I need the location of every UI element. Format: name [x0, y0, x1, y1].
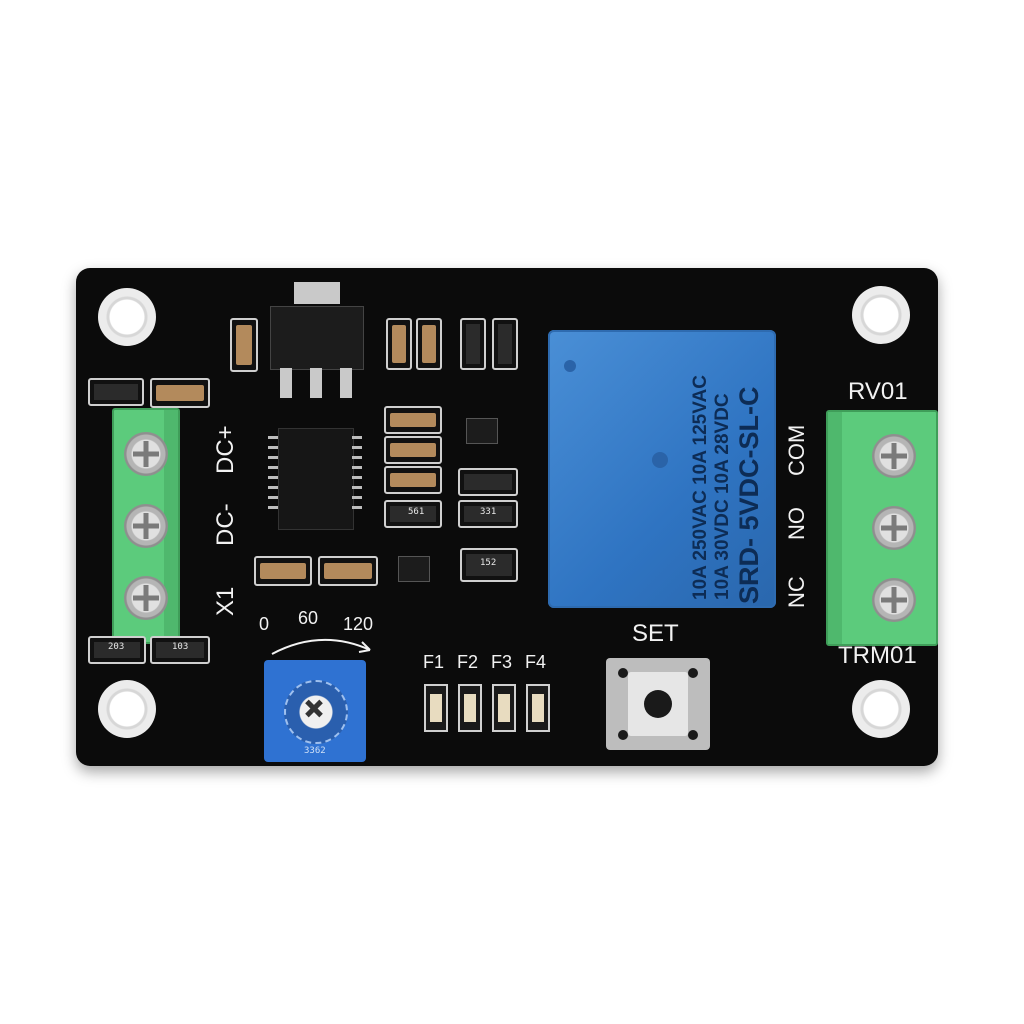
resistor-code: 331: [480, 507, 497, 517]
regulator-tab: [294, 282, 340, 304]
mounting-hole-bottom-right: [852, 680, 910, 738]
relay-terminal-block: [826, 410, 938, 646]
led-f4: [526, 684, 550, 732]
relay: [548, 330, 776, 608]
label-no: NO: [784, 507, 809, 540]
resistor-code: 203: [108, 642, 125, 652]
regulator-leg: [310, 368, 322, 398]
capacitor: [318, 556, 378, 586]
delay-potentiometer[interactable]: 3362: [264, 660, 366, 762]
label-dc-plus: DC+: [212, 425, 239, 474]
capacitor: [416, 318, 442, 370]
capacitor: [384, 436, 442, 464]
regulator-leg: [280, 368, 292, 398]
label-set: SET: [632, 620, 679, 647]
screw-icon: [124, 576, 168, 620]
resistor-103: 103: [150, 636, 210, 664]
resistor-152: 152: [460, 548, 518, 582]
scale-label-60: 60: [298, 608, 319, 628]
relay-rating-line2: 10A 30VDC 10A 28VDC: [712, 393, 733, 600]
resistor-code: 103: [172, 642, 189, 652]
resistor: [460, 318, 486, 370]
resistor-561: 561: [384, 500, 442, 528]
resistor-331: 331: [458, 500, 518, 528]
led-f3: [492, 684, 516, 732]
label-f3: F3: [491, 652, 513, 672]
regulator-leg: [340, 368, 352, 398]
screw-icon: [124, 504, 168, 548]
label-dc-minus: DC-: [212, 503, 239, 546]
voltage-regulator: [270, 306, 364, 370]
capacitor: [384, 466, 442, 494]
label-com: COM: [784, 424, 809, 476]
relay-model: SRD- 5VDC-SL-C: [734, 386, 764, 604]
label-trm01: TRM01: [838, 642, 917, 669]
button-cap-icon: [644, 690, 672, 718]
resistor: [88, 378, 144, 406]
screw-icon: [872, 434, 916, 478]
transistor: [466, 418, 498, 444]
resistor-203: 203: [88, 636, 146, 664]
set-button[interactable]: [606, 658, 710, 750]
capacitor: [150, 378, 210, 408]
screw-icon: [872, 578, 916, 622]
label-rv01: RV01: [848, 378, 908, 405]
capacitor: [254, 556, 312, 586]
label-f1: F1: [423, 652, 445, 672]
label-f4: F4: [525, 652, 547, 672]
scale-label-0: 0: [259, 614, 270, 634]
label-x1: X1: [212, 586, 239, 616]
resistor-code: 152: [480, 558, 497, 568]
relay-marker: [652, 452, 668, 468]
mounting-hole-top-right: [852, 286, 910, 344]
power-terminal-block: [112, 408, 180, 644]
label-f2: F2: [457, 652, 479, 672]
capacitor: [386, 318, 412, 370]
pot-code: 3362: [304, 746, 326, 756]
scale-label-120: 120: [343, 614, 374, 634]
mounting-hole-bottom-left: [98, 680, 156, 738]
resistor-code: 561: [408, 507, 425, 517]
mounting-hole-top-left: [98, 288, 156, 346]
led-f1: [424, 684, 448, 732]
transistor: [398, 556, 430, 582]
capacitor: [384, 406, 442, 434]
microcontroller-chip: [278, 428, 354, 530]
capacitor: [230, 318, 258, 372]
led-f2: [458, 684, 482, 732]
scale-arrow-icon: [271, 638, 371, 655]
screw-icon: [124, 432, 168, 476]
label-nc: NC: [784, 576, 809, 608]
relay-rating-line1: 10A 250VAC 10A 125VAC: [690, 375, 711, 600]
screw-icon: [872, 506, 916, 550]
relay-marker: [564, 360, 576, 372]
resistor: [492, 318, 518, 370]
resistor: [458, 468, 518, 496]
